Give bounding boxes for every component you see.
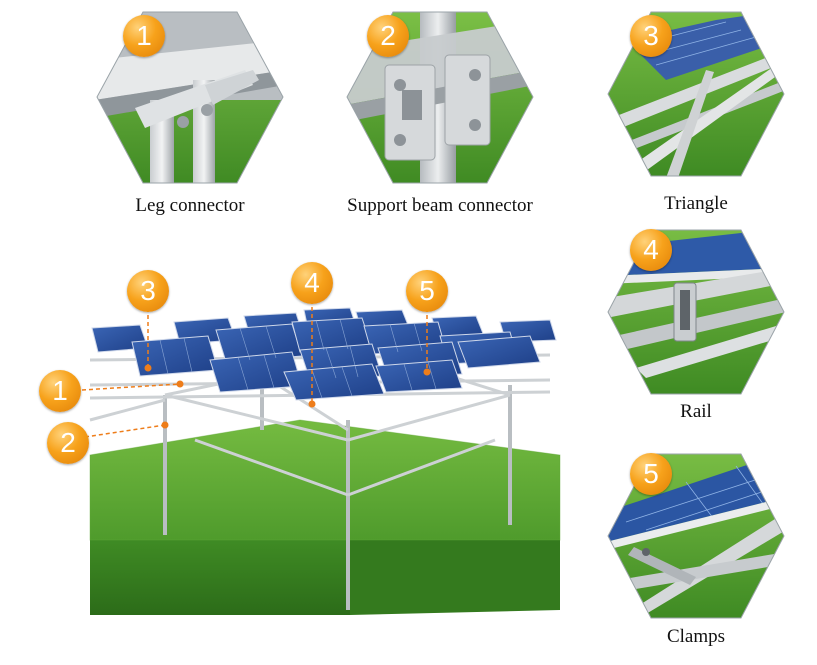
badge-2: 2: [367, 15, 409, 57]
triangle-label: Triangle: [664, 193, 728, 214]
leg-connector-label: Leg connector: [135, 195, 245, 216]
rail-detail: [606, 228, 786, 396]
badge-5: 5: [630, 453, 672, 495]
clamps-detail: [606, 452, 786, 620]
leg-connector-detail: [95, 10, 285, 185]
callout-2: 2: [47, 422, 89, 464]
rail-label: Rail: [680, 401, 712, 422]
clamps-label: Clamps: [666, 626, 726, 647]
callout-3: 3: [127, 270, 169, 312]
callout-5: 5: [406, 270, 448, 312]
badge-3: 3: [630, 15, 672, 57]
leg-connector-closeup-icon: [96, 11, 284, 184]
support-beam-connector-detail: [345, 10, 535, 185]
badge-4: 4: [630, 229, 672, 271]
support-beam-connector-closeup-icon: [346, 11, 534, 184]
support-beam-connector-label: Support beam connector: [347, 195, 533, 216]
badge-1: 1: [123, 15, 165, 57]
rail-closeup-icon: [607, 229, 785, 395]
callout-1: 1: [39, 370, 81, 412]
callout-4: 4: [291, 262, 333, 304]
clamps-closeup-icon: [607, 453, 785, 619]
